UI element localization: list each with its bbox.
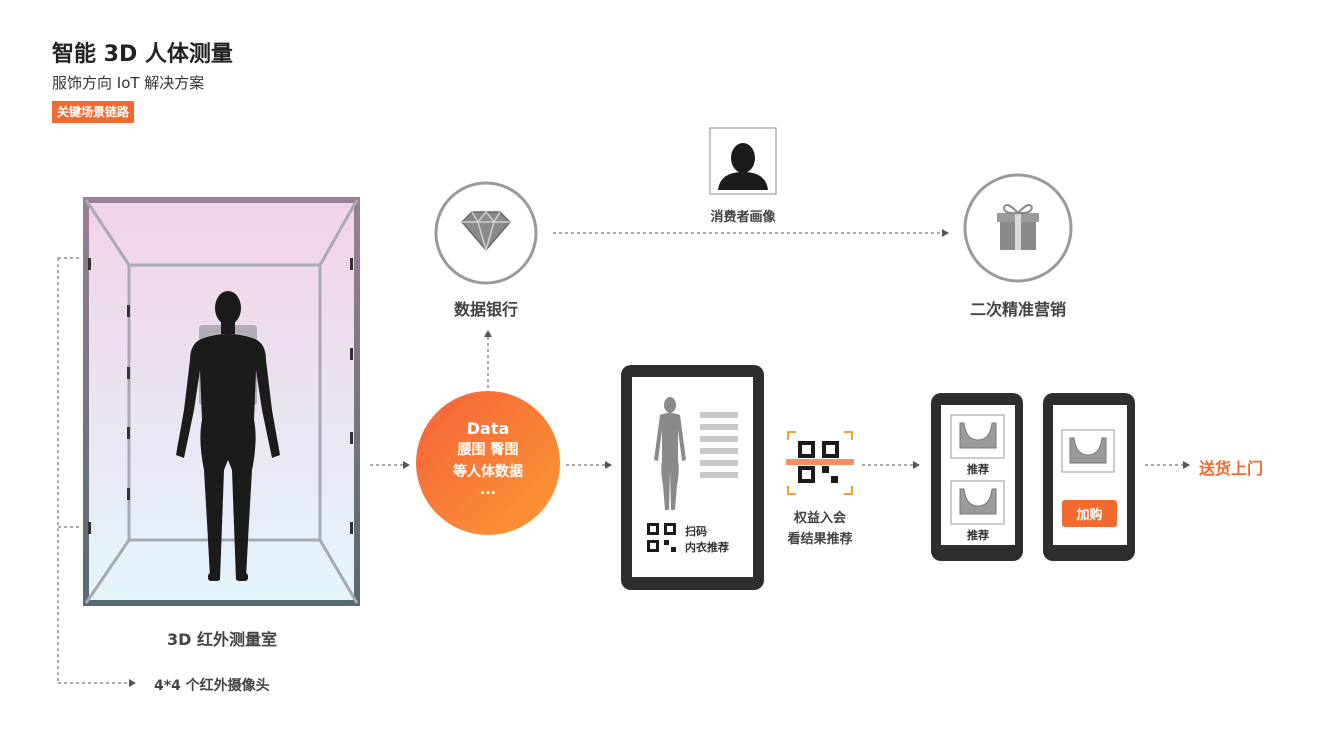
benefit-caption-line2: 看结果推荐 bbox=[787, 532, 853, 547]
tablet-caption-line2: 内衣推荐 bbox=[685, 541, 729, 554]
diamond-icon bbox=[460, 210, 512, 253]
benefit-caption-line1: 权益入会 bbox=[793, 511, 846, 526]
scenario-tag: 关键场景链路 bbox=[52, 101, 135, 123]
data-circle-ellipsis: ... bbox=[480, 482, 496, 498]
text-lines-graphic bbox=[700, 412, 738, 478]
recommend-label-1: 推荐 bbox=[967, 463, 989, 476]
tablet-caption-line1: 扫码 bbox=[685, 525, 707, 538]
camera-note: 4*4 个红外摄像头 bbox=[154, 678, 270, 694]
consumer-portrait-label: 消费者画像 bbox=[710, 210, 776, 225]
bra-icon bbox=[959, 422, 997, 449]
data-circle-text: Data 腰围 臀围 等人体数据 ... bbox=[416, 419, 560, 497]
qr-scan-icon bbox=[786, 431, 854, 495]
data-bank-label: 数据银行 bbox=[453, 300, 518, 319]
data-circle bbox=[416, 391, 560, 535]
qr-code-icon bbox=[647, 523, 676, 552]
add-to-cart-button-bg bbox=[1062, 500, 1117, 527]
recommend-label-2: 推荐 bbox=[967, 529, 989, 542]
person-icon bbox=[718, 143, 768, 190]
room-label: 3D 红外测量室 bbox=[167, 630, 277, 649]
marketing-label: 二次精准营销 bbox=[969, 300, 1066, 319]
marketing-node bbox=[963, 173, 1073, 283]
consumer-portrait-node bbox=[709, 127, 777, 195]
tablet-device bbox=[621, 365, 764, 590]
delivery-label: 送货上门 bbox=[1199, 459, 1264, 478]
page-title: 智能 3D 人体测量 bbox=[52, 42, 233, 67]
phone-recommend-device bbox=[931, 393, 1023, 561]
bra-icon bbox=[1069, 437, 1107, 464]
benefit-caption: 权益入会 看结果推荐 bbox=[760, 508, 880, 550]
measurement-room-illustration bbox=[83, 197, 360, 606]
data-bank-node bbox=[434, 181, 538, 285]
add-to-cart-button[interactable]: 加购 bbox=[1076, 508, 1103, 523]
camera-note-connector bbox=[57, 257, 136, 687]
data-circle-line3: 等人体数据 bbox=[453, 464, 523, 480]
data-circle-line2: 腰围 臀围 bbox=[457, 442, 519, 458]
tablet-caption: 扫码 内衣推荐 bbox=[685, 524, 729, 556]
bra-icon bbox=[959, 488, 997, 515]
page-subtitle: 服饰方向 IoT 解决方案 bbox=[52, 74, 205, 92]
body-silhouette-icon bbox=[654, 397, 686, 510]
data-circle-title: Data bbox=[466, 419, 510, 438]
gift-icon bbox=[997, 203, 1039, 250]
phone-cart-device bbox=[1043, 393, 1135, 561]
human-silhouette-icon bbox=[176, 291, 280, 581]
